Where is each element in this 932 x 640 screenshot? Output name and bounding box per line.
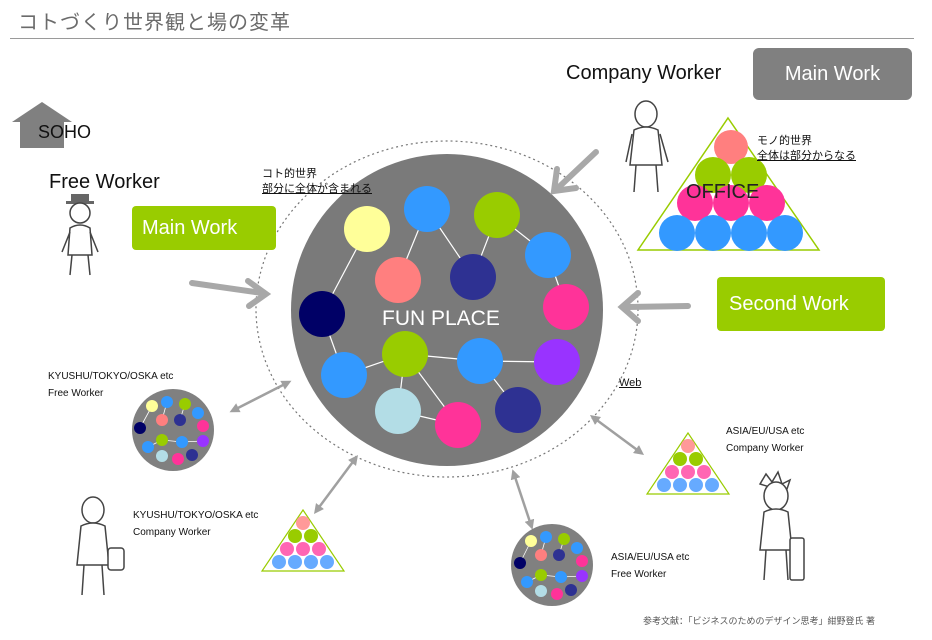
kyushu-company-figure-icon (76, 496, 125, 596)
office-pyramid (636, 116, 821, 251)
asia-company-pyramid (645, 431, 731, 495)
free-worker-main-work-button[interactable]: Main Work (132, 206, 276, 250)
koto-world-line2: 部分に全体が含まれる (262, 183, 372, 195)
kyushu-company-role: Company Worker (133, 527, 211, 538)
free-worker-label: Free Worker (49, 171, 160, 193)
company-worker-main-work-button[interactable]: Main Work (753, 48, 912, 100)
node-navy (495, 387, 541, 433)
kyushu-free-region: KYUSHU/TOKYO/OSKA etc (48, 371, 174, 382)
company-worker-label: Company Worker (566, 62, 722, 84)
node-lightblue (375, 388, 421, 434)
node-salmon (375, 257, 421, 303)
office-label: OFFICE (686, 181, 760, 203)
node-purple (534, 339, 580, 385)
second-work-button[interactable]: Second Work (717, 277, 885, 331)
company-worker-figure-icon (625, 100, 669, 193)
fun-place-label: FUN PLACE (382, 307, 500, 330)
node-navy (450, 254, 496, 300)
node-pink (543, 284, 589, 330)
node-blue (404, 186, 450, 232)
web-link[interactable]: Web (619, 377, 642, 389)
page-title: コトづくり世界観と場の変革 (18, 12, 291, 34)
node-blue (321, 352, 367, 398)
soho-label: SOHO (38, 122, 92, 142)
node-green (474, 192, 520, 238)
kyushu-free-role: Free Worker (48, 388, 104, 399)
asia-free-network (511, 524, 593, 606)
free-worker-figure-icon (61, 194, 99, 276)
node-blue (525, 232, 571, 278)
mono-world-line2: 全体は部分からなる (757, 150, 856, 162)
node-blue (457, 338, 503, 384)
node-darknavy (299, 291, 345, 337)
kyushu-company-region: KYUSHU/TOKYO/OSKA etc (133, 510, 259, 521)
asia-company-figure-icon (758, 470, 805, 581)
asia-company-region: ASIA/EU/USA etc (726, 426, 805, 437)
node-pink (435, 402, 481, 448)
mono-world-line1: モノ的世界 (757, 135, 812, 147)
citation: 参考文献：「ビジネスのためのデザイン思考」紺野登氏 著 (643, 616, 876, 626)
inflow-arrows (189, 149, 691, 324)
asia-free-role: Free Worker (611, 569, 667, 580)
soho-house-icon (12, 102, 72, 148)
title-divider (10, 38, 914, 39)
satellite-arrows (229, 380, 645, 530)
node-green (382, 331, 428, 377)
kyushu-free-network (132, 389, 214, 471)
asia-company-role: Company Worker (726, 443, 804, 454)
node-yellow (344, 206, 390, 252)
fun-place-nodes (299, 186, 589, 448)
kyushu-company-pyramid (260, 508, 346, 572)
asia-free-region: ASIA/EU/USA etc (611, 552, 690, 563)
koto-world-line1: コト的世界 (262, 168, 317, 180)
